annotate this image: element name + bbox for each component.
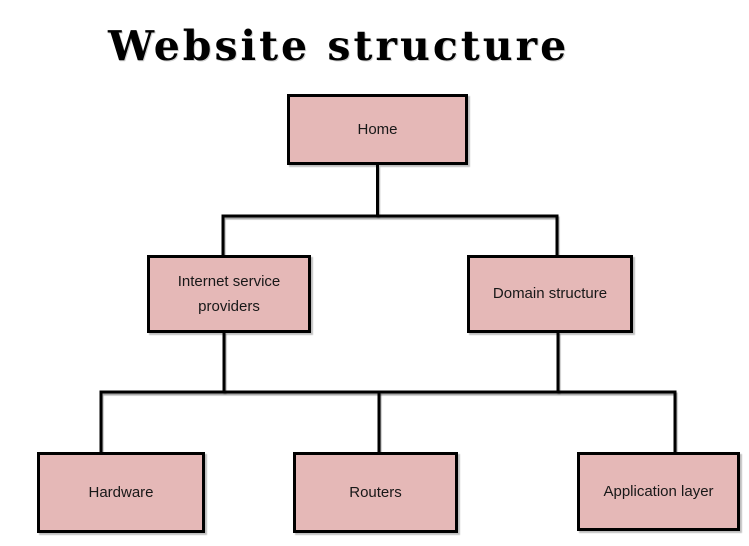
node-routers: Routers	[293, 452, 458, 533]
connector-level1-bracket	[221, 214, 559, 256]
node-application-layer: Application layer	[577, 452, 740, 531]
node-application-layer-label: Application layer	[603, 482, 714, 500]
node-hardware-label: Hardware	[88, 483, 154, 501]
node-routers-label: Routers	[349, 483, 402, 501]
node-domain-structure-label: Domain structure	[492, 285, 608, 303]
node-domain-structure: Domain structure	[467, 255, 633, 333]
connector-level2-bracket	[99, 390, 677, 453]
node-home-label: Home	[357, 120, 398, 138]
node-internet-service-providers-label: Internet service providers	[177, 272, 281, 316]
node-internet-service-providers: Internet service providers	[147, 255, 311, 333]
node-home: Home	[287, 94, 468, 165]
node-hardware: Hardware	[37, 452, 205, 533]
diagram-title: Website structure	[108, 22, 570, 70]
